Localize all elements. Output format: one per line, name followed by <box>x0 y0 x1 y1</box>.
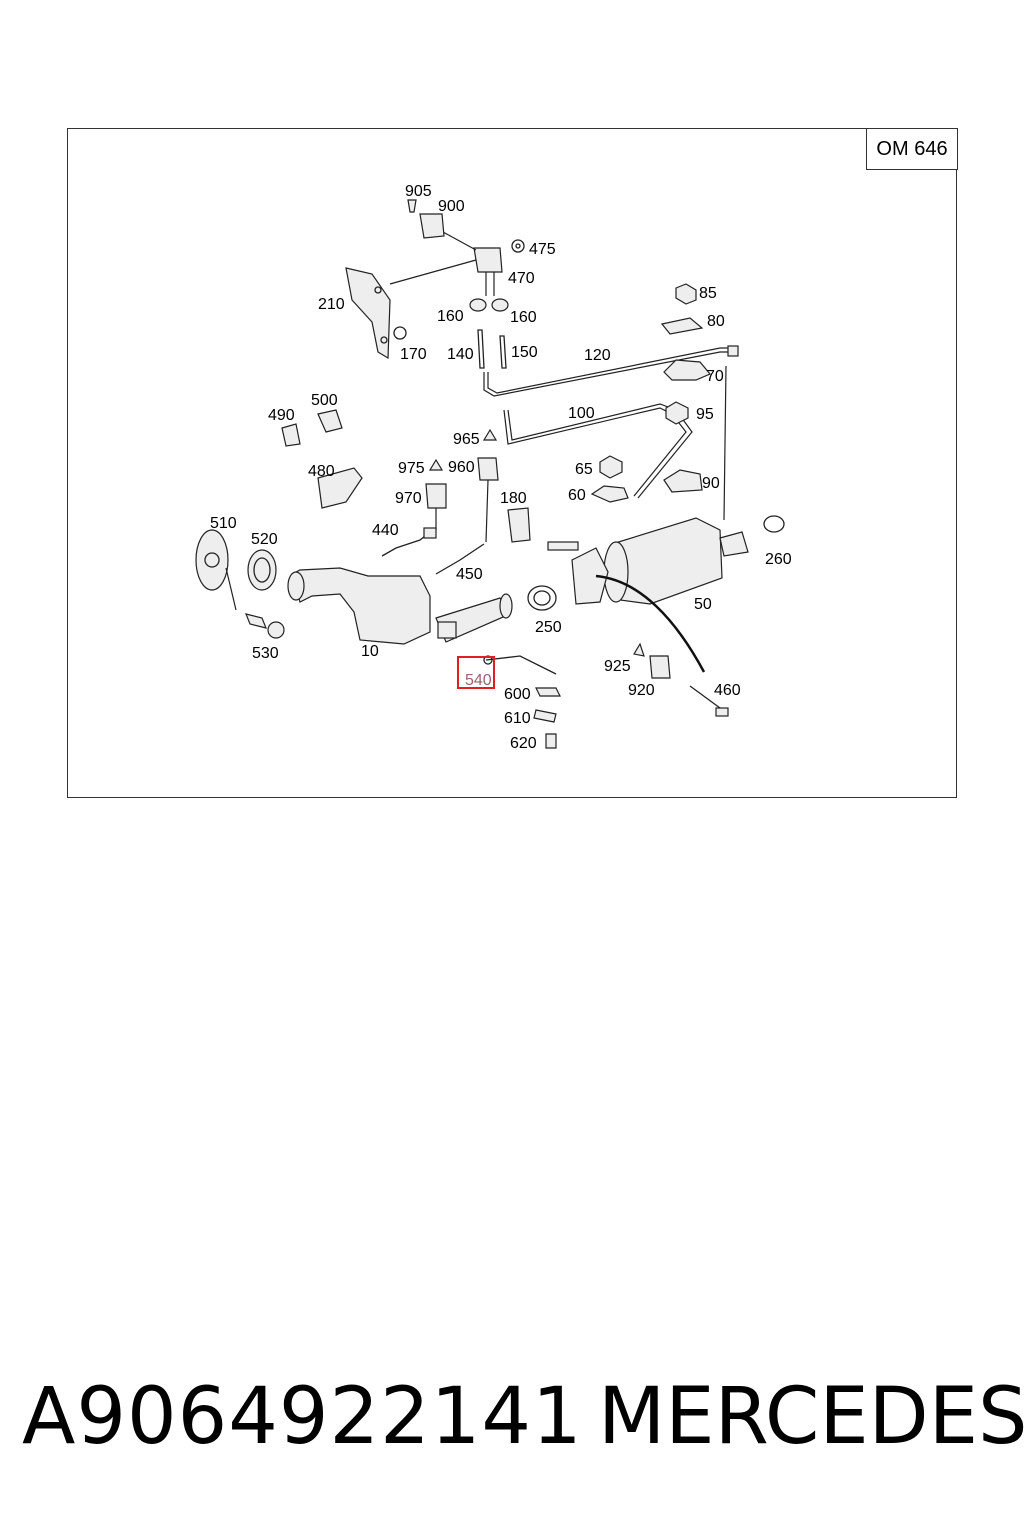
label-50: 50 <box>694 596 712 613</box>
label-965: 965 <box>453 431 480 448</box>
label-610: 610 <box>504 710 531 727</box>
label-260: 260 <box>765 551 792 568</box>
label-100: 100 <box>568 405 595 422</box>
label-120: 120 <box>584 347 611 364</box>
label-920: 920 <box>628 682 655 699</box>
label-150: 150 <box>511 344 538 361</box>
highlight-box-540 <box>457 656 495 689</box>
label-480: 480 <box>308 463 335 480</box>
footer-brand: MERCEDES <box>598 1372 1024 1462</box>
footer-part-number: A9064922141 <box>22 1372 583 1462</box>
engine-code-box: OM 646 <box>866 128 958 170</box>
label-500: 500 <box>311 392 338 409</box>
label-490: 490 <box>268 407 295 424</box>
label-250: 250 <box>535 619 562 636</box>
label-905: 905 <box>405 183 432 200</box>
label-460: 460 <box>714 682 741 699</box>
label-70: 70 <box>706 368 724 385</box>
label-540: 540 <box>465 672 492 689</box>
engine-code-label: OM 646 <box>876 137 948 160</box>
part-labels: 905 900 475 470 210 160 160 170 140 150 … <box>210 183 792 752</box>
label-60: 60 <box>568 487 586 504</box>
label-160-left: 160 <box>437 308 464 325</box>
label-210: 210 <box>318 296 345 313</box>
label-975: 975 <box>398 460 425 477</box>
exhaust-parts-diagram: 905 900 475 470 210 160 160 170 140 150 … <box>195 183 792 752</box>
label-65: 65 <box>575 461 593 478</box>
label-470: 470 <box>508 270 535 287</box>
label-600: 600 <box>504 686 531 703</box>
label-95: 95 <box>696 406 714 423</box>
label-90: 90 <box>702 475 720 492</box>
label-620: 620 <box>510 735 537 752</box>
diagram-frame <box>67 128 957 798</box>
part-drawings <box>195 199 785 749</box>
label-475: 475 <box>529 241 556 258</box>
label-900: 900 <box>438 198 465 215</box>
label-970: 970 <box>395 490 422 507</box>
label-10: 10 <box>361 643 379 660</box>
label-170: 170 <box>400 346 427 363</box>
label-960: 960 <box>448 459 475 476</box>
label-140: 140 <box>447 346 474 363</box>
label-450: 450 <box>456 566 483 583</box>
label-180: 180 <box>500 490 527 507</box>
label-160-right: 160 <box>510 309 537 326</box>
label-80: 80 <box>707 313 725 330</box>
label-85: 85 <box>699 285 717 302</box>
label-520: 520 <box>251 531 278 548</box>
label-440: 440 <box>372 522 399 539</box>
label-530: 530 <box>252 645 279 662</box>
label-510: 510 <box>210 515 237 532</box>
label-925: 925 <box>604 658 631 675</box>
